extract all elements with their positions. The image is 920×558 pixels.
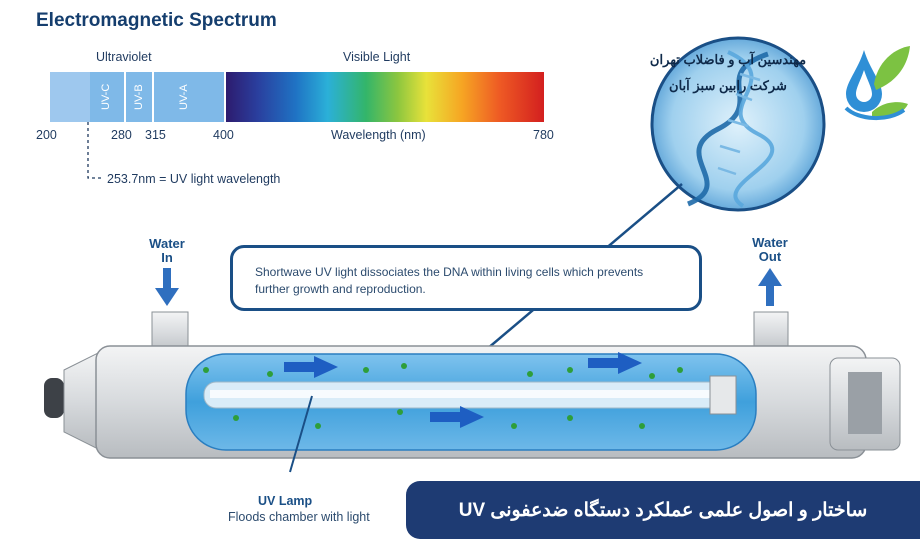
uv-wavelength-note: 253.7nm = UV light wavelength: [107, 172, 281, 186]
water-in-label: Water In: [142, 237, 192, 265]
visible-light-label: Visible Light: [343, 50, 411, 64]
banner-text: ساختار و اصول علمی عملکرد دستگاه ضدعفونی…: [458, 499, 868, 521]
dna-callout-box: Shortwave UV light dissociates the DNA w…: [230, 245, 702, 311]
arrow-up-icon: [758, 268, 782, 306]
tick-780: 780: [533, 128, 554, 142]
uv-b-label: UV-B: [133, 84, 145, 110]
uv-a-band: UV-A: [154, 72, 224, 122]
uv-c-band: UV-C: [90, 72, 124, 122]
tick-280: 280: [111, 128, 132, 142]
visible-spectrum-band: [226, 72, 544, 122]
uv-far-band: [50, 72, 90, 122]
company-name-line1: مهندسین آب و فاضلاب تهران: [649, 52, 807, 67]
wavelength-axis-label: Wavelength (nm): [331, 128, 426, 142]
water-out-line1: Water: [752, 235, 788, 250]
water-drop-leaf-logo: [844, 46, 910, 121]
arrow-down-icon: [155, 268, 179, 306]
tick-315: 315: [145, 128, 166, 142]
title-banner: ساختار و اصول علمی عملکرد دستگاه ضدعفونی…: [406, 481, 920, 539]
uv-a-label: UV-A: [178, 84, 190, 110]
water-in-line2: In: [161, 250, 173, 265]
tick-400: 400: [213, 128, 234, 142]
uv-reactor-chamber: [44, 311, 901, 473]
water-out-line2: Out: [758, 249, 782, 264]
page-title: Electromagnetic Spectrum: [36, 10, 277, 31]
uv-b-band: UV-B: [126, 72, 152, 122]
water-out-label: Water Out: [745, 236, 795, 264]
wavelength-pointer-line: [87, 122, 102, 179]
ultraviolet-label: Ultraviolet: [96, 50, 152, 64]
tick-200: 200: [36, 128, 57, 142]
uv-lamp-subtitle: Floods chamber with light: [228, 510, 370, 524]
water-in-line1: Water: [149, 236, 185, 251]
uv-lamp-title: UV Lamp: [258, 494, 313, 508]
dna-helix-image: [650, 36, 826, 212]
uv-c-label: UV-C: [100, 83, 112, 110]
callout-text: Shortwave UV light dissociates the DNA w…: [255, 265, 644, 296]
company-name-line2: شرکت رابین سبز آبان: [669, 78, 787, 93]
